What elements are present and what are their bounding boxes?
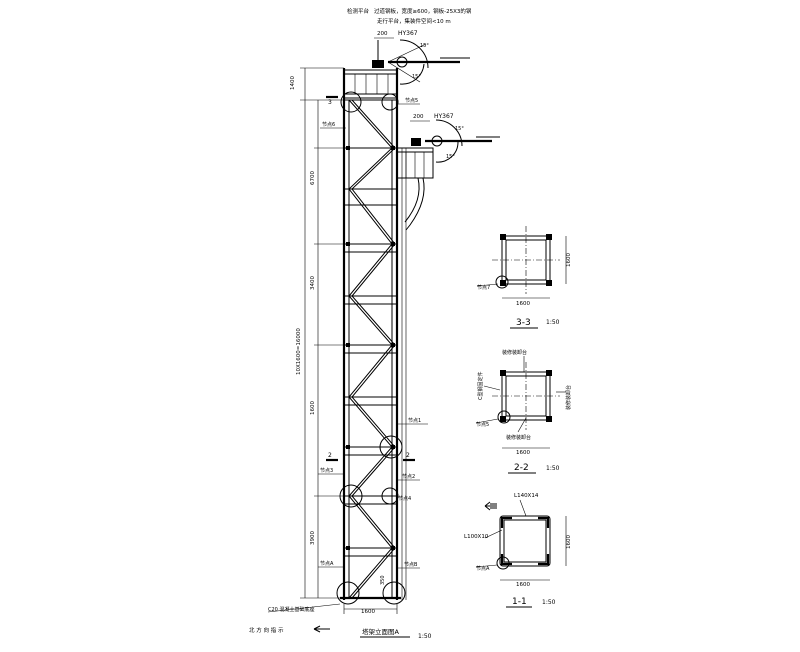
dim-base-width: 1600 [361, 609, 375, 615]
node-label-a4: 节点4 [398, 496, 411, 502]
middle-platform [396, 138, 434, 179]
elevation-scale: 1:50 [418, 633, 432, 640]
elevation-title: 塔架立面图A [362, 627, 400, 636]
node-label-a2: 节点2 [402, 474, 415, 480]
dim-350: 350 [380, 575, 386, 585]
node-label-a1: 节点1 [408, 418, 421, 424]
antenna-b-angle-2: 15° [446, 154, 455, 160]
section-33-width: 1600 [516, 301, 530, 307]
section-mark-2-right: 2 [406, 452, 410, 459]
section-11-scale: 1:50 [542, 599, 556, 606]
dim-200-a: 200 [377, 31, 388, 37]
section-11-node: 节点A [476, 566, 490, 572]
top-platform [343, 40, 398, 99]
antenna-a-angle-1: 15° [420, 43, 429, 49]
note-walkway-plate: 过道钢板，宽度≥600，钢板-25X3的钢 [374, 7, 472, 15]
antenna-a [387, 39, 470, 85]
node-label-base-left: 节点A [320, 561, 334, 567]
dim-200-b: 200 [413, 114, 424, 120]
section-22-label-top: 装修装卸台 [502, 349, 527, 356]
antenna-b-angle-1: 15° [455, 126, 464, 132]
section-22-label-bottom: 装修装卸台 [506, 434, 531, 441]
section-22-label-right: 装修装卸台 [565, 385, 572, 410]
dim-top: 1400 [290, 76, 296, 90]
antenna-b [425, 119, 500, 163]
section-11-title: 1-1 [512, 597, 527, 607]
node-label-a3: 节点3 [320, 468, 333, 474]
section-22 [483, 356, 566, 449]
section-11 [484, 499, 567, 581]
section-22-node: 节点5 [476, 422, 489, 428]
section-mark-3: 3 [328, 99, 332, 106]
dim-seg-c: 1600 [310, 401, 316, 415]
section-22-width: 1600 [516, 450, 530, 456]
dim-seg-a: 6700 [310, 171, 316, 185]
left-dimension-chain [300, 67, 344, 599]
node-circle-a1 [379, 435, 403, 459]
section-22-scale: 1:50 [546, 465, 560, 472]
dim-bottom: 3900 [310, 531, 316, 545]
node-label-a6: 节点6 [322, 122, 335, 128]
node-circle-a6 [340, 91, 362, 113]
section-33-height: 1600 [566, 253, 572, 267]
section-33-title: 3-3 [516, 318, 531, 328]
antenna-a-label: HY367 [398, 30, 418, 37]
cable-ladder [401, 148, 425, 600]
node-circle-a3 [339, 484, 363, 508]
tower-diagonal-bracing [348, 99, 396, 599]
section-22-label-left: C型钢固定件 [477, 372, 484, 401]
node-label-a5: 节点5 [405, 98, 418, 104]
section-33-node: 节点7 [477, 285, 490, 291]
note-platform-label: 检测平台 [347, 7, 370, 15]
node-circle-a2 [381, 487, 399, 505]
dim-total: 10X1600=16000 [296, 328, 302, 375]
antenna-a-angle-2: 15° [412, 74, 421, 80]
dim-seg-b: 3400 [310, 276, 316, 290]
section-33-scale: 1:50 [546, 319, 560, 326]
section-11-member-top: L140X14 [514, 493, 539, 499]
node-circle-base-right [382, 581, 406, 605]
section-33 [492, 226, 567, 299]
section-22-title: 2-2 [514, 463, 529, 473]
node-circle-base-left [336, 581, 360, 605]
north-arrow-icon [313, 625, 330, 633]
section-11-direction-arrow-icon [484, 501, 497, 511]
foundation-label: C20 混凝土基础底座 [268, 606, 314, 613]
section-11-width: 1600 [516, 582, 530, 588]
section-11-height: 1600 [566, 535, 572, 549]
section-mark-2-left: 2 [328, 452, 332, 459]
section-11-member-left: L100X10 [464, 534, 489, 540]
node-label-base-right: 节点B [404, 562, 418, 568]
note-walk-platform: 走行平台，集装件空间<10 m [377, 17, 451, 25]
antenna-b-label: HY367 [434, 113, 454, 120]
node-circle-a5 [381, 93, 399, 111]
north-arrow-label: 北 方 向 指 示 [249, 626, 284, 634]
tower-bolt-markers [346, 146, 395, 550]
